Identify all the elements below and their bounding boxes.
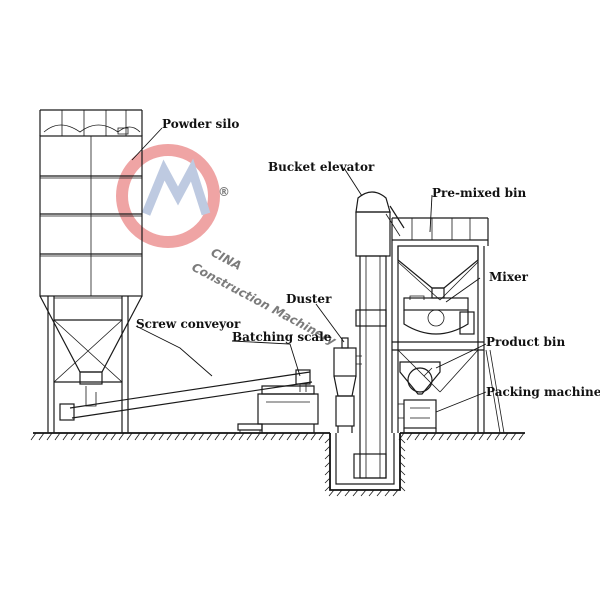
label-powder-silo: Powder silo xyxy=(162,117,239,131)
watermark-m-mark xyxy=(141,158,211,216)
label-packing-machine: Packing machine xyxy=(486,385,600,399)
powder-silo xyxy=(39,109,143,433)
watermark-ring xyxy=(116,144,220,248)
batching-scale xyxy=(237,385,319,433)
label-product-bin-suffix: bin xyxy=(544,335,566,349)
label-mixer: Mixer xyxy=(489,270,529,284)
labels: Powder silo Screw conveyor Batching scal… xyxy=(136,117,600,399)
label-duster: Duster xyxy=(286,292,332,306)
elevator-pit xyxy=(324,433,406,497)
screw-conveyor xyxy=(59,369,313,421)
label-product-bin-main: Product xyxy=(486,335,540,349)
label-product-bin: Product bin xyxy=(486,335,565,349)
ground xyxy=(30,432,525,441)
leaders xyxy=(131,127,487,413)
label-batching-scale: Batching scale xyxy=(232,330,332,344)
plant-tower xyxy=(391,217,505,434)
label-bucket-elevator: Bucket elevator xyxy=(268,160,375,174)
label-premixed-bin: Pre-mixed bin xyxy=(432,186,527,200)
watermark-registered: ® xyxy=(218,185,230,199)
duster xyxy=(333,337,362,433)
bucket-elevator xyxy=(353,191,405,479)
label-screw-conveyor: Screw conveyor xyxy=(136,317,241,331)
